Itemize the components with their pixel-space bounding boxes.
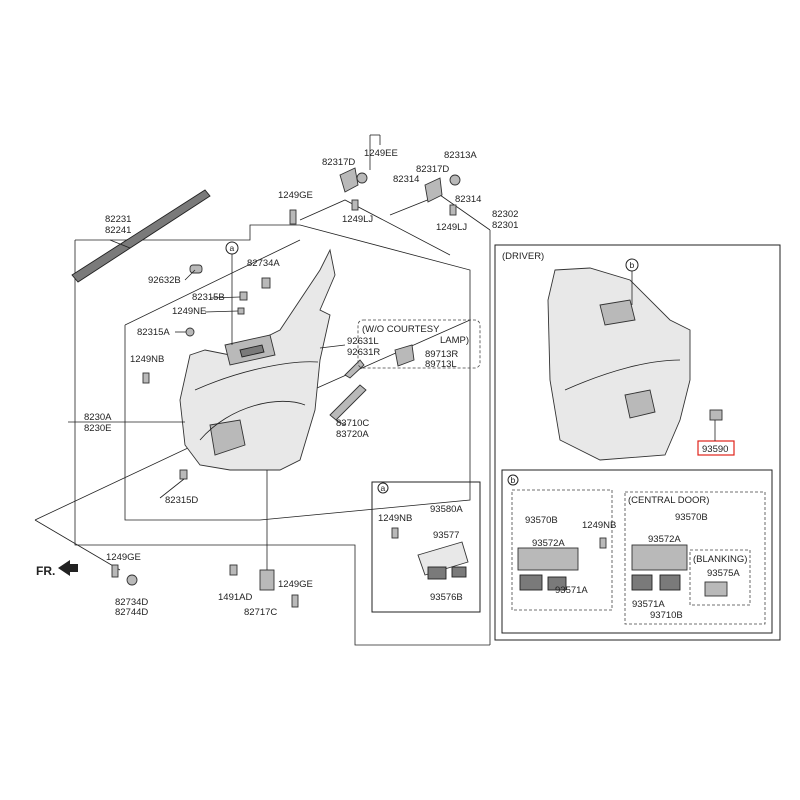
label-b-93572A-l: 93572A <box>532 538 565 549</box>
callout-b-letter: b <box>630 260 635 270</box>
leader-lines <box>68 134 716 499</box>
callout-b-icon <box>625 258 639 305</box>
label-82744D: 82744D <box>115 607 148 618</box>
label-a-93580A: 93580A <box>430 504 463 515</box>
callout-a-detail-letter: a <box>381 483 386 493</box>
detail-a-section <box>371 481 481 613</box>
label-a-93576B: 93576B <box>430 592 463 603</box>
label-b-93570B-r: 93570B <box>675 512 708 523</box>
label-wo-courtesy-1: (W/O COURTESY <box>362 324 440 335</box>
label-b-93575A: 93575A <box>707 568 740 579</box>
label-82315D: 82315D <box>165 495 198 506</box>
callout-a-icon <box>225 241 239 345</box>
label-b-1249NB: 1249NB <box>582 520 616 531</box>
label-82717C: 82717C <box>244 607 277 618</box>
callout-a-letter: a <box>230 243 235 253</box>
label-89713L: 89713L <box>425 359 457 370</box>
label-82231: 82231 <box>105 214 131 225</box>
label-82241: 82241 <box>105 225 131 236</box>
label-1249GE-bl: 1249GE <box>106 552 141 563</box>
label-wo-courtesy-2: LAMP) <box>440 335 469 346</box>
label-82315A: 82315A <box>137 327 170 338</box>
label-92632B: 92632B <box>148 275 181 286</box>
label-1249GE-top: 1249GE <box>278 190 313 201</box>
label-b-93571A-l: 93571A <box>555 585 588 596</box>
label-8230E: 8230E <box>84 423 111 434</box>
weatherstrip-part <box>71 189 211 283</box>
label-83720A: 83720A <box>336 429 369 440</box>
label-8230A: 8230A <box>84 412 112 423</box>
label-a-93577: 93577 <box>433 530 459 541</box>
driver-section <box>494 244 781 641</box>
label-central-door: (CENTRAL DOOR) <box>628 495 709 506</box>
label-a-1249NB: 1249NB <box>378 513 412 524</box>
door-trim-panel <box>179 248 336 471</box>
label-82301: 82301 <box>492 220 518 231</box>
label-1249EE: 1249EE <box>364 148 398 159</box>
callout-b-detail-letter: b <box>511 475 516 485</box>
label-92631L: 92631L <box>347 336 379 347</box>
label-1491AD: 1491AD <box>218 592 252 603</box>
label-92631R: 92631R <box>347 347 380 358</box>
label-fr: FR. <box>36 564 55 578</box>
label-83710C: 83710C <box>336 418 369 429</box>
label-82313A: 82313A <box>444 150 477 161</box>
label-1249NB: 1249NB <box>130 354 164 365</box>
label-b-93571A-r: 93571A <box>632 599 665 610</box>
label-82314-b: 82314 <box>455 194 481 205</box>
label-b-93710B: 93710B <box>650 610 683 621</box>
label-89713R: 89713R <box>425 349 458 360</box>
fr-arrow-icon <box>58 560 78 576</box>
label-82317D-b: 82317D <box>416 164 449 175</box>
label-1249GE-b: 1249GE <box>278 579 313 590</box>
callout-a-detail-icon <box>377 482 389 494</box>
label-1249NE: 1249NE <box>172 306 206 317</box>
label-driver: (DRIVER) <box>502 251 544 262</box>
lower-small-parts <box>111 470 299 608</box>
label-82314-a: 82314 <box>393 174 419 185</box>
label-b-93570B-l: 93570B <box>525 515 558 526</box>
label-82317D-a: 82317D <box>322 157 355 168</box>
label-b-93572A-r: 93572A <box>648 534 681 545</box>
label-82734A: 82734A <box>247 258 280 269</box>
callout-b-detail-icon <box>507 474 519 486</box>
wo-courtesy-lamp-box <box>357 319 481 369</box>
label-82302: 82302 <box>492 209 518 220</box>
main-outline <box>34 194 491 646</box>
label-blanking: (BLANKING) <box>693 554 747 565</box>
label-82315B: 82315B <box>192 292 225 303</box>
highlight-93590-box <box>697 440 735 456</box>
label-82734D: 82734D <box>115 597 148 608</box>
upper-small-parts <box>142 167 461 480</box>
label-93590: 93590 <box>702 444 728 455</box>
label-1249LJ-b: 1249LJ <box>436 222 467 233</box>
label-1249LJ-a: 1249LJ <box>342 214 373 225</box>
part-labels: 82231 82241 92632B 82315B 1249NE 82315A … <box>36 148 747 621</box>
